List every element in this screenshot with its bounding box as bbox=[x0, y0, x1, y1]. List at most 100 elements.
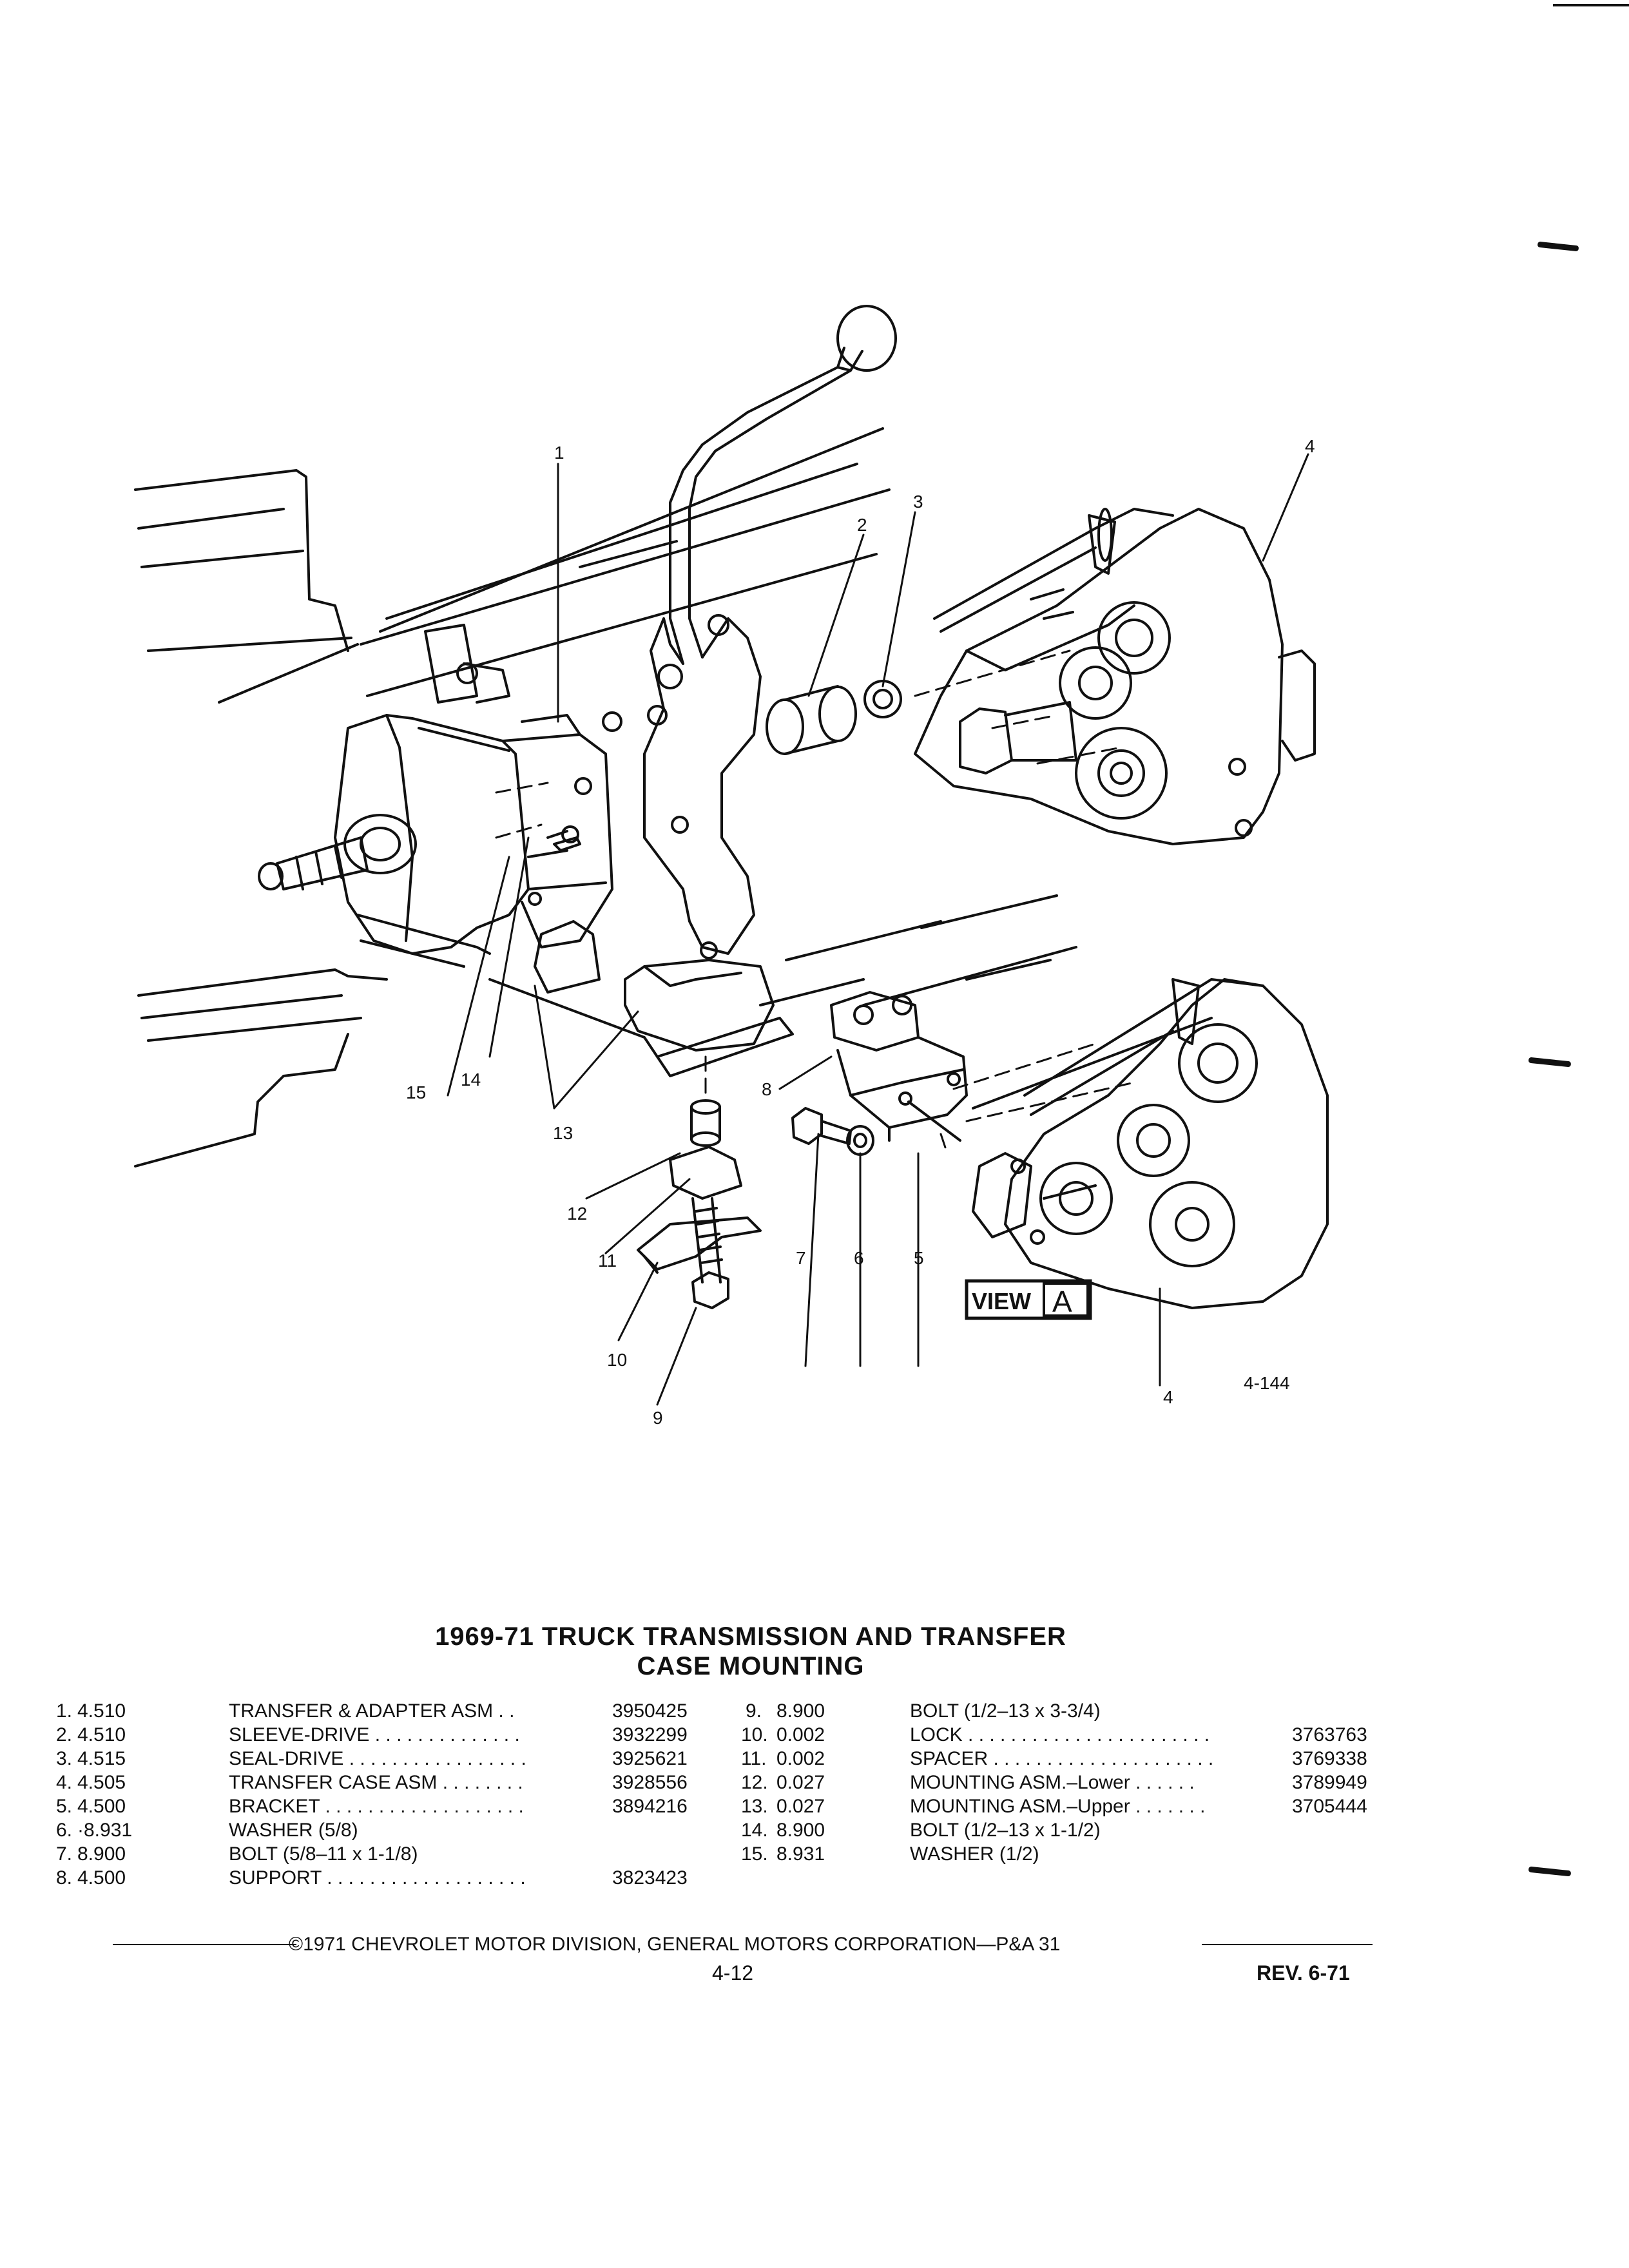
part-row: 9. 8.900 BOLT (1/2–13 x 3-3/4) bbox=[741, 1699, 1579, 1723]
part-row: 7.8.900 BOLT (5/8–11 x 1-1/8) bbox=[52, 1842, 747, 1866]
footer-rule-left bbox=[113, 1944, 296, 1945]
part-row: 6.·8.931 WASHER (5/8) bbox=[52, 1818, 747, 1842]
part-number-index: 5. bbox=[55, 1796, 72, 1817]
callout-2: 2 bbox=[857, 515, 867, 535]
part-description: MOUNTING ASM.–Lower . . . . . . bbox=[910, 1772, 1195, 1793]
part-number-index: 8. bbox=[55, 1867, 72, 1888]
callout-12: 12 bbox=[567, 1204, 587, 1224]
callout-6: 6 bbox=[854, 1248, 864, 1268]
lower-mounting bbox=[669, 1146, 742, 1200]
callout-3: 3 bbox=[913, 492, 923, 512]
group-number: 8.900 bbox=[776, 1700, 825, 1722]
part-number: 3894216 bbox=[612, 1796, 688, 1817]
figure-number: 4-144 bbox=[1244, 1373, 1290, 1393]
part-description: BOLT (1/2–13 x 3-3/4) bbox=[910, 1700, 1101, 1722]
part-description: BRACKET . . . . . . . . . . . . . . . . … bbox=[229, 1796, 524, 1817]
part-number-index: 15. bbox=[741, 1843, 768, 1865]
page-edge-line bbox=[1553, 4, 1629, 6]
part-description: SLEEVE-DRIVE . . . . . . . . . . . . . . bbox=[229, 1724, 520, 1745]
part-number-index: 6. bbox=[55, 1820, 72, 1841]
part-number-index: 11. bbox=[741, 1748, 767, 1769]
group-number: 8.900 bbox=[776, 1820, 825, 1841]
view-a-label bbox=[965, 1279, 1092, 1320]
group-number: ·8.931 bbox=[77, 1820, 133, 1841]
part-number-index: 10. bbox=[741, 1724, 768, 1745]
callout-11: 11 bbox=[598, 1251, 617, 1271]
parts-list-right: 9. 8.900 BOLT (1/2–13 x 3-3/4) 10. 0.002 LOCK… bbox=[741, 1699, 1579, 1866]
group-number: 4.500 bbox=[77, 1796, 126, 1817]
part-number-index: 3. bbox=[55, 1748, 72, 1769]
shift-lever bbox=[424, 305, 897, 959]
part-number: 3769338 bbox=[1292, 1748, 1367, 1769]
page-number: 4-12 bbox=[712, 1961, 754, 1984]
group-number: 8.931 bbox=[776, 1843, 825, 1865]
part-description: LOCK . . . . . . . . . . . . . . . . . .… bbox=[910, 1724, 1210, 1745]
lock bbox=[637, 1216, 762, 1274]
callout-4: 4 bbox=[1305, 436, 1315, 456]
part-description: SPACER . . . . . . . . . . . . . . . . .… bbox=[910, 1748, 1214, 1769]
group-number: 0.002 bbox=[776, 1748, 825, 1769]
callout-5: 5 bbox=[914, 1248, 924, 1268]
bolt-7 bbox=[791, 1107, 852, 1145]
group-number: 4.510 bbox=[77, 1724, 126, 1745]
callout-10: 10 bbox=[607, 1350, 627, 1370]
page-subtitle: CASE MOUNTING bbox=[637, 1652, 865, 1680]
callout-14: 14 bbox=[461, 1070, 481, 1090]
group-number: 8.900 bbox=[77, 1843, 126, 1865]
part-number: 3763763 bbox=[1292, 1724, 1367, 1745]
part-description: TRANSFER CASE ASM . . . . . . . . bbox=[229, 1772, 523, 1793]
group-number: 4.515 bbox=[77, 1748, 126, 1769]
part-description: WASHER (5/8) bbox=[229, 1820, 358, 1841]
part-description: WASHER (1/2) bbox=[910, 1843, 1039, 1865]
bolt-9 bbox=[691, 1197, 729, 1309]
sleeve-drive bbox=[766, 685, 857, 755]
group-number: 4.505 bbox=[77, 1772, 126, 1793]
part-number-index: 9. bbox=[745, 1700, 762, 1722]
part-number-index: 13. bbox=[741, 1796, 768, 1817]
callout-15: 15 bbox=[406, 1082, 426, 1102]
exploded-view-diagram: 1 2 3 4 4 5 6 7 8 9 10 11 12 13 14 15 VI… bbox=[134, 305, 1329, 1428]
group-number: 0.027 bbox=[776, 1796, 825, 1817]
callout-labels: 1 2 3 4 4 5 6 7 8 9 10 11 12 13 14 15 VI… bbox=[406, 436, 1315, 1428]
callout-9: 9 bbox=[653, 1408, 663, 1428]
group-number: 4.510 bbox=[77, 1700, 126, 1722]
part-description: SEAL-DRIVE . . . . . . . . . . . . . . .… bbox=[229, 1748, 526, 1769]
part-number: 3823423 bbox=[612, 1867, 688, 1888]
binder-mark bbox=[1528, 1866, 1572, 1877]
part-number: 3789949 bbox=[1292, 1772, 1367, 1793]
frame-rails bbox=[134, 427, 1213, 1168]
callout-1: 1 bbox=[554, 443, 564, 463]
part-number-index: 7. bbox=[55, 1843, 72, 1865]
revision-label: REV. 6-71 bbox=[1257, 1961, 1350, 1984]
transfer-case-view-a bbox=[972, 978, 1329, 1309]
group-number: 4.500 bbox=[77, 1867, 126, 1888]
callout-4b: 4 bbox=[1163, 1387, 1173, 1407]
callout-8: 8 bbox=[762, 1079, 772, 1099]
spacer bbox=[690, 1099, 721, 1147]
callout-7: 7 bbox=[796, 1248, 806, 1268]
view-letter: A bbox=[1052, 1285, 1072, 1318]
part-description: BOLT (1/2–13 x 1-1/2) bbox=[910, 1820, 1101, 1841]
washer-6 bbox=[846, 1125, 874, 1156]
copyright-line: ©1971 CHEVROLET MOTOR DIVISION, GENERAL … bbox=[289, 1934, 1061, 1955]
part-row: 15. 8.931 WASHER (1/2) bbox=[741, 1842, 1579, 1866]
part-description: BOLT (5/8–11 x 1-1/8) bbox=[229, 1843, 418, 1865]
view-label: VIEW bbox=[972, 1288, 1031, 1314]
part-number-index: 12. bbox=[741, 1772, 768, 1793]
part-row: 5.4.500 BRACKET . . . . . . . . . . . . .… bbox=[52, 1794, 747, 1818]
part-number: 3925621 bbox=[612, 1748, 688, 1769]
footer-rule-right bbox=[1202, 1944, 1373, 1945]
part-number: 3950425 bbox=[612, 1700, 688, 1722]
callout-13: 13 bbox=[553, 1123, 573, 1143]
part-number: 3932299 bbox=[612, 1724, 688, 1745]
transfer-case-upper bbox=[914, 508, 1316, 845]
part-description: TRANSFER & ADAPTER ASM . . bbox=[229, 1700, 515, 1722]
part-row: 8.4.500 SUPPORT . . . . . . . . . . . . .… bbox=[52, 1866, 747, 1890]
part-description: SUPPORT . . . . . . . . . . . . . . . . … bbox=[229, 1867, 526, 1888]
